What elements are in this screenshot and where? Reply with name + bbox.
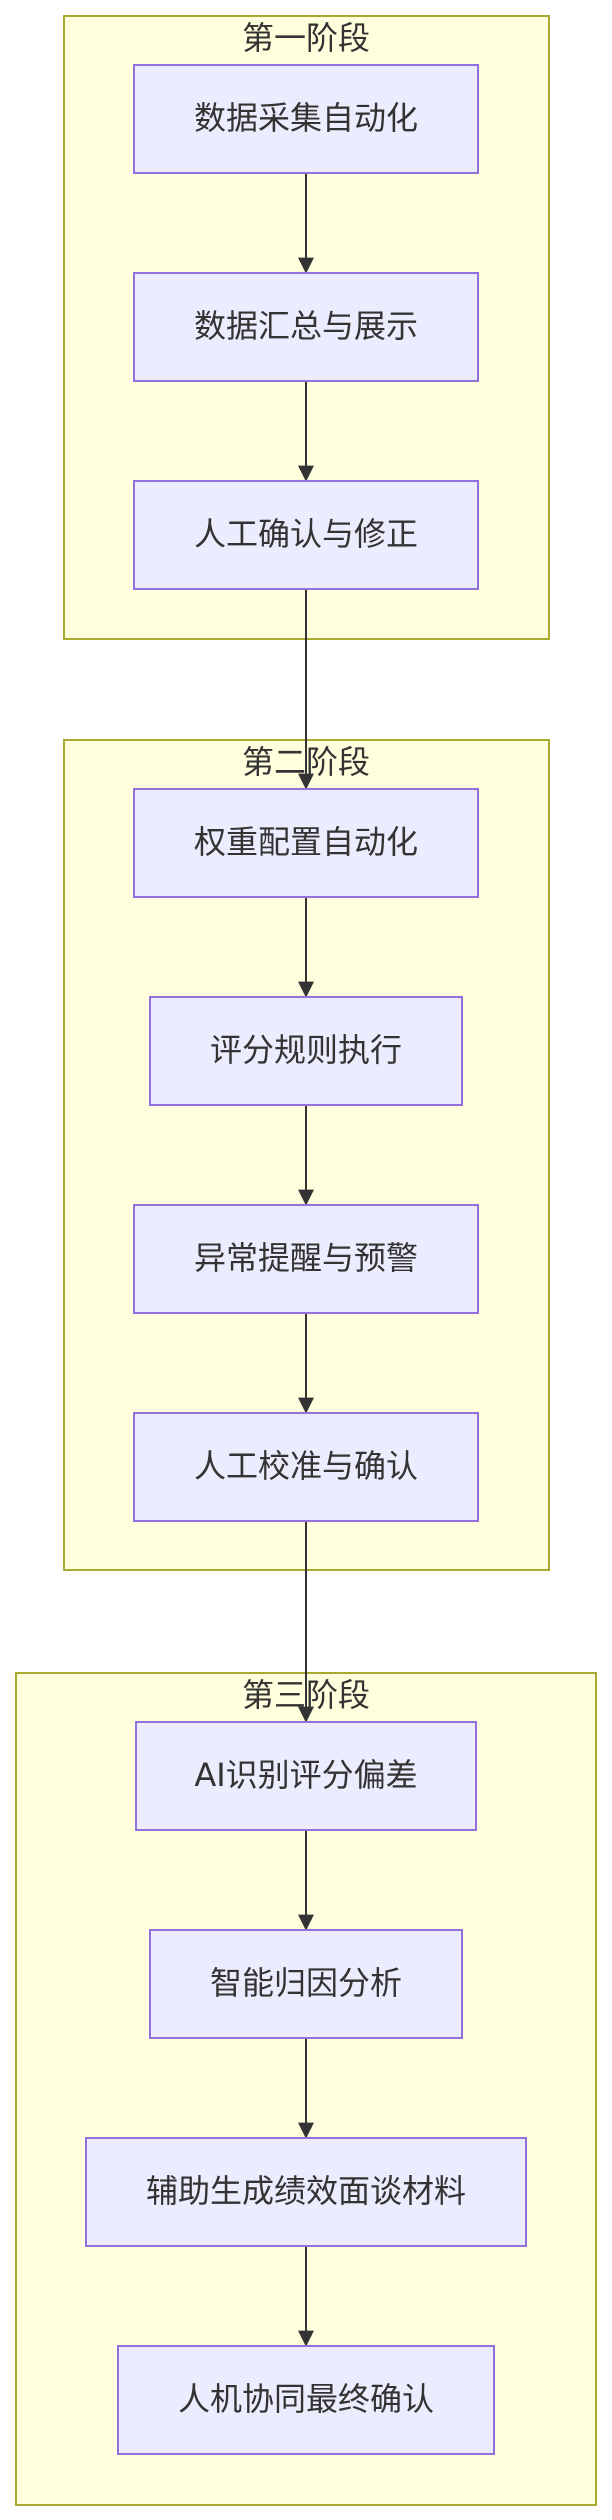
- node-box: [133, 272, 479, 382]
- node-n3: 人工确认与修正: [133, 480, 479, 590]
- stage-1-title: 第一阶段: [242, 19, 370, 57]
- node-label: 人工确认与修正: [194, 515, 418, 553]
- node-n9: 智能归因分析: [149, 1929, 463, 2039]
- node-box: [85, 2137, 527, 2247]
- node-label: 评分规则执行: [210, 1031, 402, 1069]
- node-box: [133, 1412, 479, 1522]
- node-label: 权重配置自动化: [194, 823, 418, 861]
- node-n10: 辅助生成绩效面谈材料: [85, 2137, 527, 2247]
- node-n5: 评分规则执行: [149, 996, 463, 1106]
- node-box: [149, 1929, 463, 2039]
- node-label: 数据采集自动化: [194, 99, 418, 137]
- node-box: [133, 788, 479, 898]
- node-box: [133, 64, 479, 174]
- node-n4: 权重配置自动化: [133, 788, 479, 898]
- node-box: [135, 1721, 477, 1831]
- node-label: 智能归因分析: [210, 1964, 402, 2002]
- node-box: [117, 2345, 495, 2455]
- node-box: [133, 1204, 479, 1314]
- node-label: 数据汇总与展示: [194, 307, 418, 345]
- node-n1: 数据采集自动化: [133, 64, 479, 174]
- node-n6: 异常提醒与预警: [133, 1204, 479, 1314]
- node-n8: AI识别评分偏差: [135, 1721, 477, 1831]
- node-n2: 数据汇总与展示: [133, 272, 479, 382]
- node-box: [133, 480, 479, 590]
- node-label: AI识别评分偏差: [194, 1756, 417, 1794]
- node-label: 人工校准与确认: [194, 1447, 418, 1485]
- node-label: 辅助生成绩效面谈材料: [146, 2172, 466, 2210]
- node-box: [149, 996, 463, 1106]
- node-label: 异常提醒与预警: [194, 1239, 418, 1277]
- node-n11: 人机协同最终确认: [117, 2345, 495, 2455]
- node-label: 人机协同最终确认: [178, 2380, 434, 2418]
- node-n7: 人工校准与确认: [133, 1412, 479, 1522]
